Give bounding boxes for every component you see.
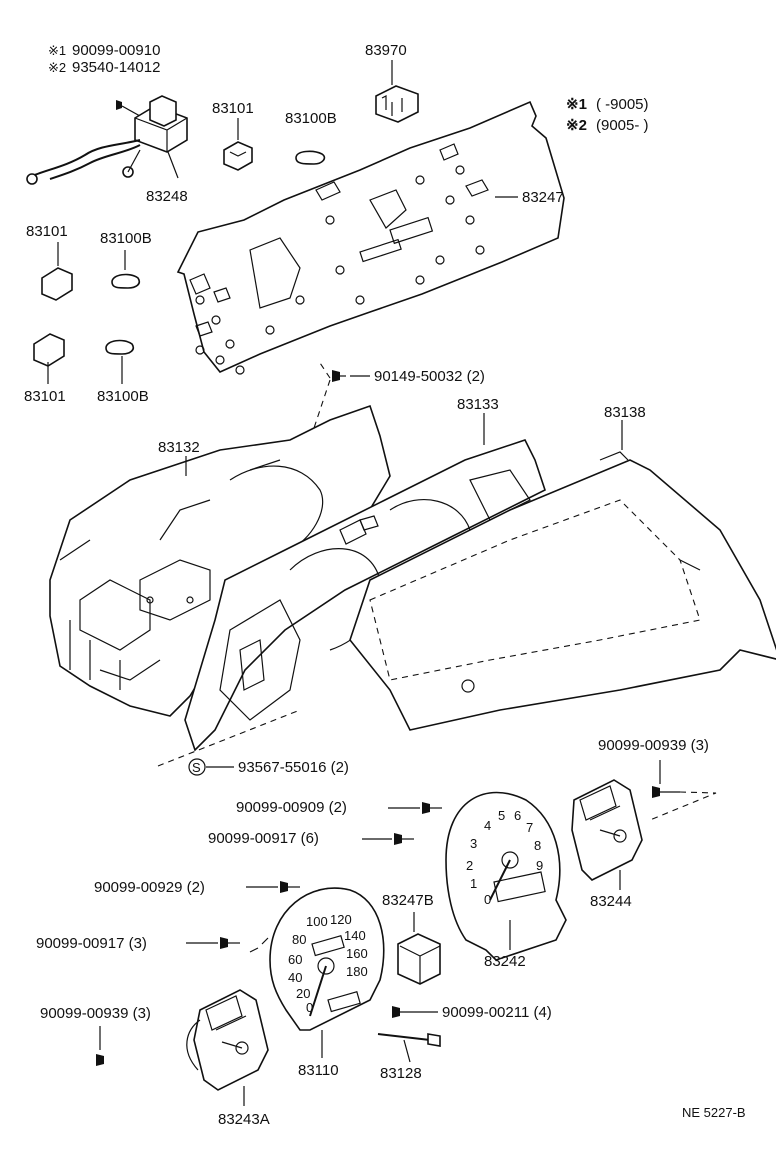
part-83101-socket-a: 83101: [212, 100, 254, 171]
tach-tick-3: 3: [470, 836, 477, 851]
speedo-tick-140: 140: [344, 928, 366, 943]
note1-part-number: 90099-00910: [72, 42, 160, 59]
tach-tick-0: 0: [484, 892, 491, 907]
label-83247B: 83247B: [382, 892, 434, 909]
tach-tick-1: 1: [470, 876, 477, 891]
range2-mark: ※2: [566, 117, 587, 134]
label-90099-00917-6: 90099-00917 (6): [208, 830, 319, 847]
label-83100B-a: 83100B: [285, 110, 337, 127]
label-90099-00909: 90099-00909 (2): [236, 799, 347, 816]
label-83100B-b: 83100B: [100, 230, 152, 247]
part-90099-00939-screw-right: [649, 760, 717, 821]
label-83101-c: 83101: [24, 388, 66, 405]
part-90099-00929-screw: [246, 881, 300, 893]
label-83101-b: 83101: [26, 223, 68, 240]
range1-text: ( -9005): [596, 96, 649, 113]
label-83128: 83128: [380, 1065, 422, 1082]
speedo-tick-100: 100: [306, 914, 328, 929]
speedo-tick-160: 160: [346, 946, 368, 961]
label-90099-00211: 90099-00211 (4): [442, 1004, 552, 1021]
part-83247B-board: [397, 933, 441, 985]
label-93567: 93567-55016 (2): [238, 759, 349, 776]
speedo-tick-40: 40: [288, 970, 302, 985]
diagram-code: NE 5227-B: [682, 1105, 746, 1120]
label-90099-00939-right: 90099-00939 (3): [598, 737, 709, 754]
tach-tick-4: 4: [484, 818, 491, 833]
note1-mark: ※1: [48, 43, 66, 58]
range1-mark: ※1: [566, 96, 587, 113]
label-83243A: 83243A: [218, 1111, 270, 1128]
tach-tick-2: 2: [466, 858, 473, 873]
label-90149: 90149-50032 (2): [374, 368, 485, 385]
part-83243A-gauge: [186, 989, 269, 1091]
part-83100B-bulb-b: 83100B: [100, 230, 152, 289]
part-83248-bracket: [26, 95, 188, 185]
part-83100B-bulb-a: 83100B: [285, 110, 337, 165]
tach-tick-6: 6: [514, 808, 521, 823]
label-83247: 83247: [522, 189, 564, 206]
speedo-tick-20: 20: [296, 986, 310, 1001]
part-90099-00939-screw-left: [96, 1026, 104, 1066]
label-83132: 83132: [158, 439, 200, 456]
note2-mark: ※2: [48, 60, 66, 75]
tach-tick-8: 8: [534, 838, 541, 853]
label-83242: 83242: [484, 953, 526, 970]
part-83101-socket-c: 83101: [24, 333, 66, 405]
part-90099-00917-6-screw: [362, 833, 414, 845]
label-83244: 83244: [590, 893, 632, 910]
part-83247-circuit-board: [176, 100, 565, 375]
part-83110-speedometer: 20 40 60 80 100 120 140 160 180 0: [249, 887, 385, 1031]
part-83970-connector: 83970: [365, 42, 419, 123]
speedo-tick-0: 0: [306, 1000, 313, 1015]
part-83133-dial-plate: [184, 439, 546, 752]
speedo-tick-80: 80: [292, 932, 306, 947]
label-90099-00939-left: 90099-00939 (3): [40, 1005, 151, 1022]
part-93567-screw: S: [188, 758, 206, 776]
label-83138: 83138: [604, 404, 646, 421]
part-90099-00909-screw: [388, 802, 442, 814]
label-90099-00929: 90099-00929 (2): [94, 879, 205, 896]
label-83248: 83248: [146, 188, 188, 205]
part-90099-00211-screw: [392, 1006, 438, 1018]
label-90099-00917-3: 90099-00917 (3): [36, 935, 147, 952]
note-legend: ※1 90099-00910 ※2 93540-14012: [48, 42, 160, 76]
label-83110: 83110: [298, 1062, 339, 1079]
part-83101-socket-b: 83101: [26, 223, 73, 301]
part-83100B-bulb-c: 83100B: [97, 339, 149, 405]
range-legend: ※1 ( -9005) ※2 (9005- ): [566, 96, 649, 134]
part-90099-00917-3-screw: [186, 937, 240, 949]
s-mark: S: [192, 760, 201, 775]
part-83138-glass: [349, 451, 776, 731]
tach-tick-5: 5: [498, 808, 505, 823]
label-83101-a: 83101: [212, 100, 254, 117]
label-83100B-c: 83100B: [97, 388, 149, 405]
speedo-tick-60: 60: [288, 952, 302, 967]
part-83128-pin: [377, 1033, 441, 1063]
tach-tick-9: 9: [536, 858, 543, 873]
part-83242-tachometer: 0 1 2 3 4 5 6 7 8 9: [445, 791, 567, 961]
note2-part-number: 93540-14012: [72, 59, 160, 76]
part-83244-gauge: [571, 779, 643, 881]
tach-tick-7: 7: [526, 820, 533, 835]
label-83133: 83133: [457, 396, 499, 413]
label-83970: 83970: [365, 42, 407, 59]
speedo-tick-180: 180: [346, 964, 368, 979]
range2-text: (9005- ): [596, 117, 649, 134]
speedo-tick-120: 120: [330, 912, 352, 927]
